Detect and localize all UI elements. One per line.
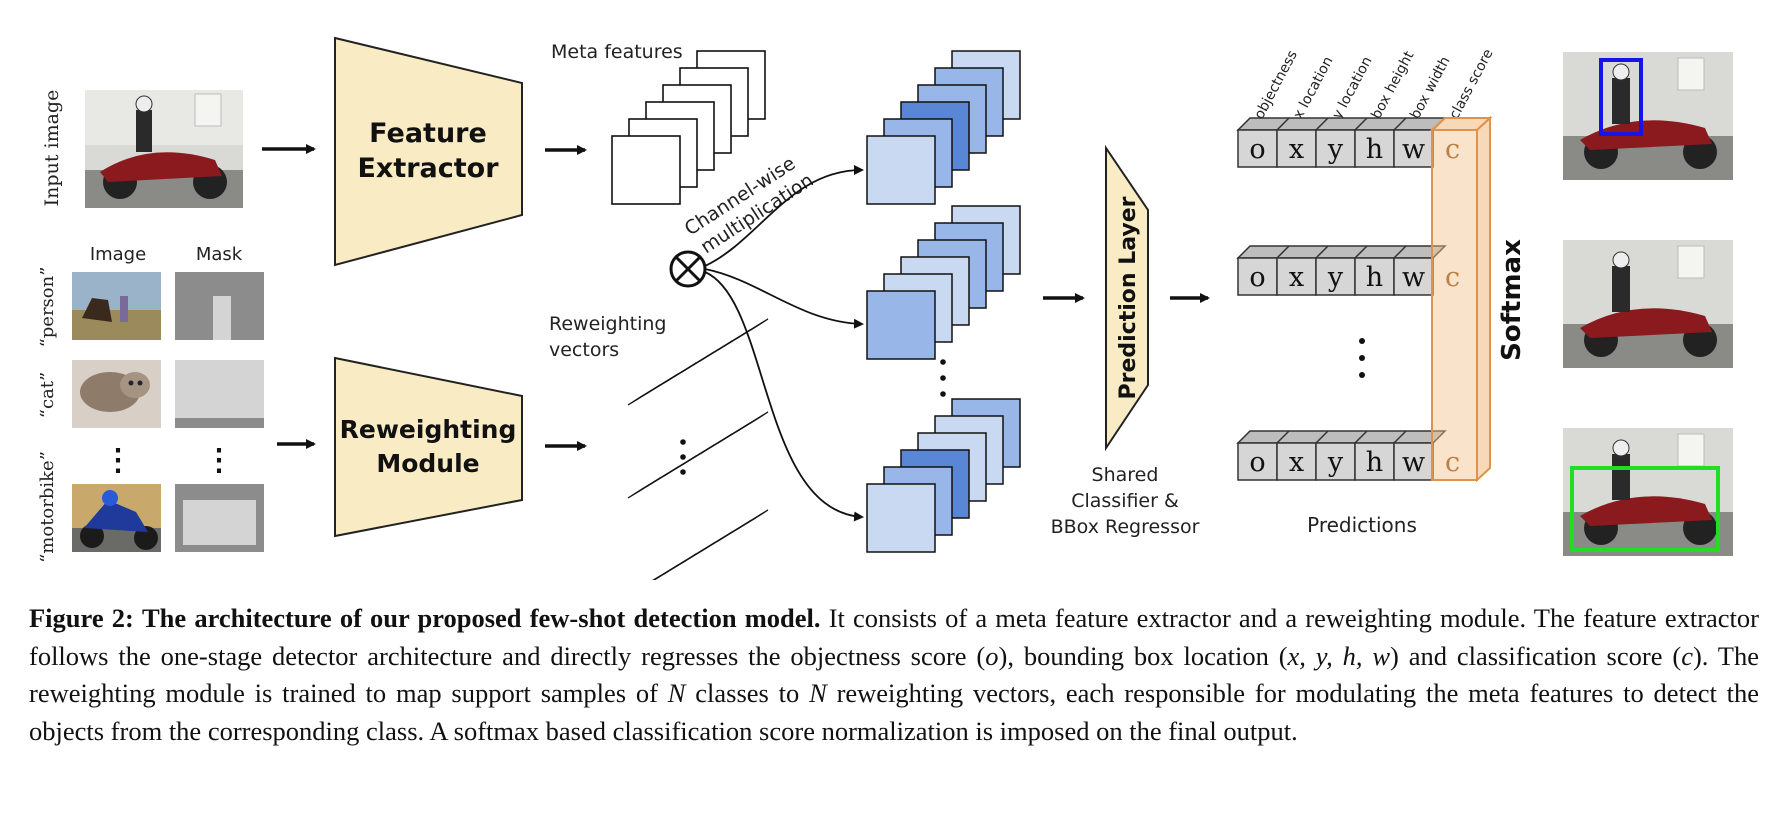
class-label-person: “person” [37,267,58,348]
feature-extractor-label-line1: Feature [369,118,487,149]
prediction-cell-h: h [1366,134,1383,165]
prediction-cell-o: o [1249,447,1265,478]
math-o: o [985,640,999,671]
prediction-cell-x: x [1289,447,1304,478]
caption-text: It consists of a meta feature extractor … [29,603,1759,671]
shared-classifier-label-line1: Shared [1092,464,1159,486]
prediction-cell-w: w [1402,447,1425,478]
prediction-cell-y: y [1327,262,1344,293]
caption-text: ), bounding box location ( [998,640,1288,671]
feature-extractor-label-line2: Extractor [357,153,499,184]
figure-label: Figure 2: [29,603,134,633]
output-image-motorbike-detection [1563,428,1733,556]
prediction-cell-x: x [1289,134,1304,165]
prediction-dots [1359,338,1365,344]
prediction-cell-c: c [1445,134,1460,165]
prediction-dots [1359,355,1365,361]
softmax-label: Softmax [1497,239,1527,361]
reweighting-vector [627,318,769,406]
prediction-dots [1359,372,1365,378]
shared-classifier-label-line3: BBox Regressor [1051,516,1200,538]
caption-text: ) and classification score ( [1390,640,1682,671]
reweighting-module-label-line2: Module [376,449,479,478]
vertical-dots: ⋮ [204,443,234,478]
reweighting-vectors [627,318,769,580]
architecture-diagram: Input image Image Mask “person” “cat” “m… [37,36,1733,580]
figure-caption: Figure 2: The architecture of our propos… [29,600,1759,750]
stack-dots [940,359,946,365]
reweighted-feature-stacks [866,50,1021,553]
class-label-motorbike: “motorbike” [37,451,58,563]
prediction-layer-label: Prediction Layer [1116,196,1141,399]
vector-dots [680,454,686,460]
reweighting-vector [627,411,769,499]
support-image-cat [72,360,161,428]
output-image-no-detection [1563,240,1733,368]
support-mask-motorbike [175,484,264,552]
predictions-label: Predictions [1307,513,1417,537]
caption-title: The architecture of our proposed few-sho… [141,603,821,633]
reweighting-module-label-line1: Reweighting [340,415,517,444]
mask-column-header: Mask [196,244,243,265]
input-image-motorbike [85,90,243,208]
vector-dots [680,439,686,445]
class-label-cat: “cat” [37,372,58,418]
image-column-header: Image [90,244,146,265]
stack-dots [940,375,946,381]
prediction-layer-block: Prediction Layer [1105,144,1149,452]
feature-stack [866,205,1021,360]
math-n: N [667,678,686,708]
prediction-cell-c: c [1445,262,1460,293]
math-c: c [1681,640,1693,671]
vector-dots [680,469,686,475]
feature-stack [866,50,1021,205]
multiplication-curves [704,165,864,522]
prediction-cell-w: w [1402,262,1425,293]
prediction-cell-w: w [1402,134,1425,165]
input-image-label: Input image [41,90,63,207]
reweighting-module-block: Reweighting Module [334,356,523,538]
header-y-location: y location [1329,54,1375,122]
header-class-score: class score [1446,47,1496,122]
vertical-dots: ⋮ [103,443,133,478]
prediction-cell-y: y [1327,134,1344,165]
prediction-cell-x: x [1289,262,1304,293]
support-mask-person [175,272,264,340]
header-box-width: box width [1407,54,1453,122]
math-n: N [809,678,827,708]
class-score-column [1429,115,1493,483]
header-x-location: x location [1290,54,1336,122]
prediction-cell-y: y [1327,447,1344,478]
feature-extractor-block: Feature Extractor [334,36,523,267]
shared-classifier-label-line2: Classifier & [1071,490,1179,512]
prediction-cell-h: h [1366,447,1383,478]
reweighting-vector [652,509,769,580]
prediction-column-headers: objectness x location y location box hei… [1251,47,1496,122]
support-mask-cat [175,360,264,428]
prediction-cell-o: o [1249,262,1265,293]
caption-text: classes to [685,678,810,708]
reweighting-vectors-label-line2: vectors [549,339,619,361]
feature-stack [866,398,1021,553]
reweighting-vectors-label-line1: Reweighting [549,313,666,335]
caption-text: ). The reweighting module is trained to … [29,640,1760,709]
prediction-cell-o: o [1249,134,1265,165]
meta-features-label: Meta features [551,41,683,63]
prediction-cell-c: c [1445,447,1460,478]
output-image-person-detection [1563,52,1733,180]
meta-features-stack [611,50,766,205]
math-xyhw: x, y, h, w [1287,640,1391,671]
support-image-person [72,272,161,340]
support-image-motorbike [72,484,161,552]
caption-text: reweighting vectors, each responsible fo… [29,678,1759,746]
prediction-cell-h: h [1366,262,1383,293]
multiply-circle-icon [669,250,707,288]
stack-dots [940,391,946,397]
